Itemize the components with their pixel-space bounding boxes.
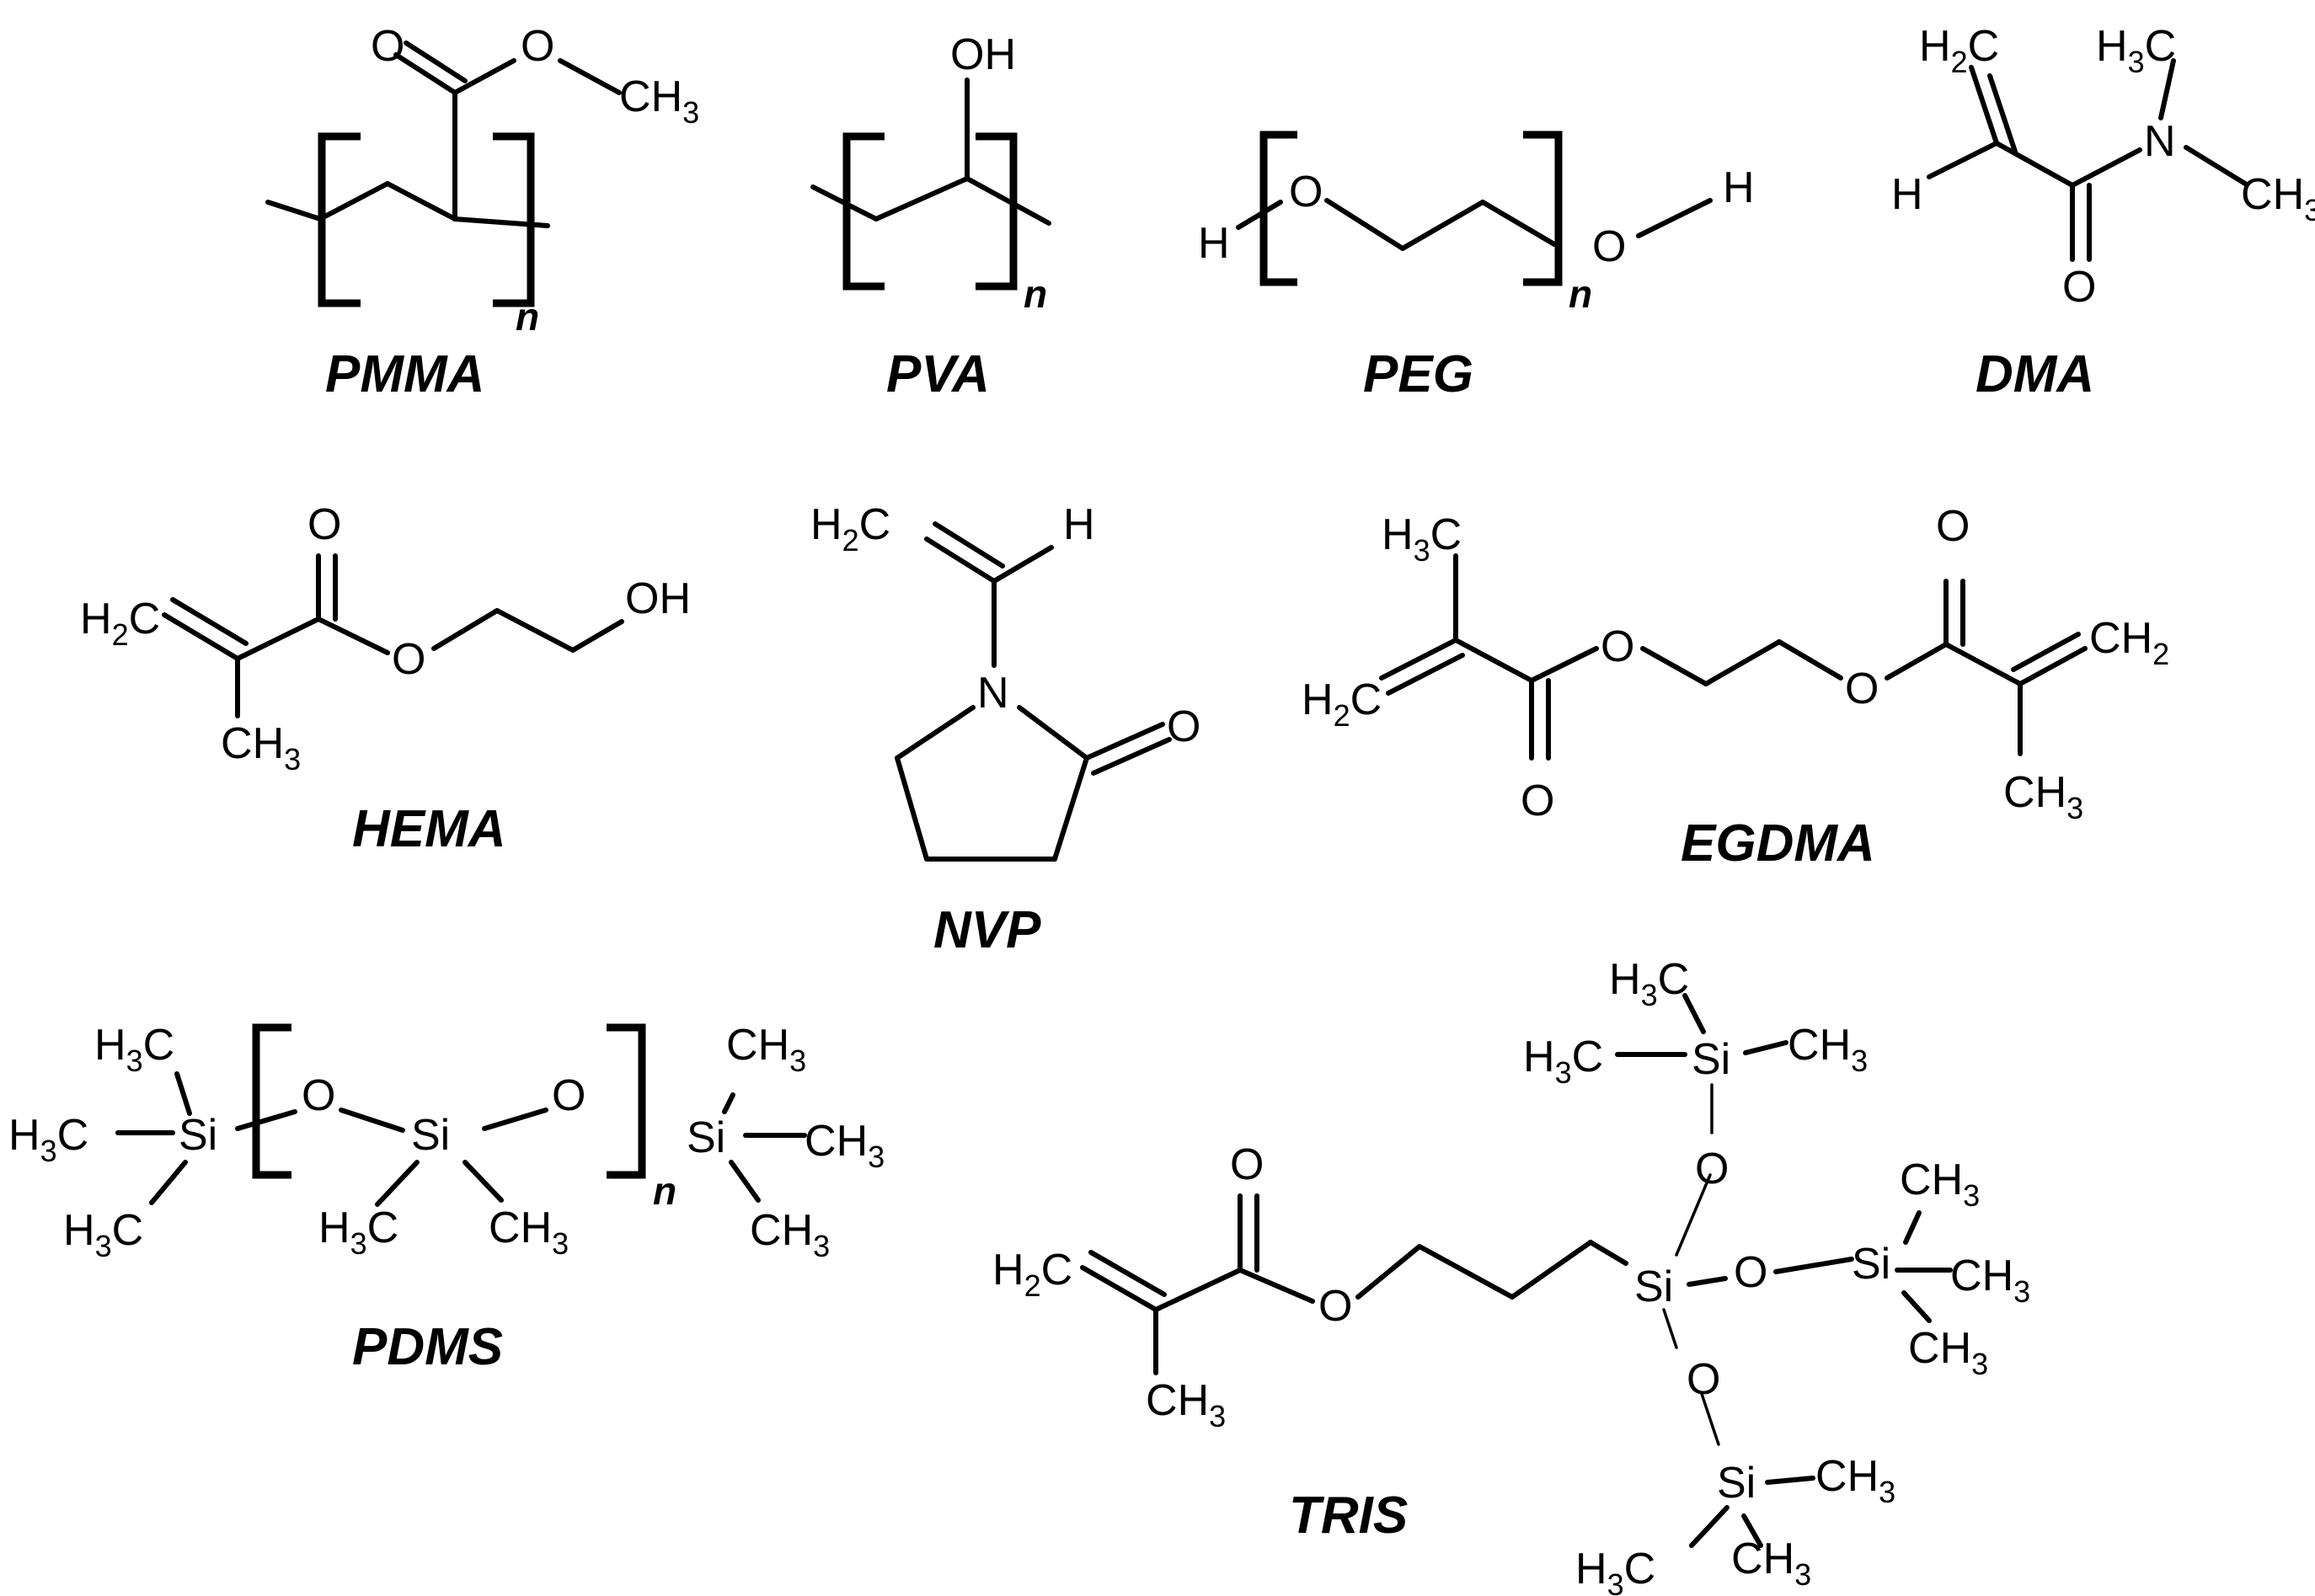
atom-o: O <box>1289 168 1323 216</box>
ch3-label: CH3 <box>1731 1535 1811 1592</box>
atom-o: O <box>1592 222 1626 271</box>
ch3-label: CH3 <box>1950 1252 2030 1309</box>
atom-o: O <box>1687 1355 1720 1404</box>
atom-si: Si <box>179 1111 217 1160</box>
repeat-n: n <box>653 1169 676 1213</box>
atom-si: Si <box>1634 1262 1673 1311</box>
molecule-tris: H2C O O CH3 H3C H3C Si CH3 O Si O Si CH3… <box>992 955 2030 1596</box>
atom-o: O <box>1734 1248 1767 1297</box>
molecule-nvp: H2C H N O NVP <box>810 500 1200 959</box>
ch2-label: H2C <box>992 1246 1072 1303</box>
ch3-label: CH3 <box>2003 768 2083 825</box>
atom-carbonyl-o: O <box>1230 1140 1264 1189</box>
ch2-label: H2C <box>810 500 890 558</box>
ch3-label: H3C <box>94 1021 174 1078</box>
atom-n: N <box>2144 117 2176 166</box>
atom-ester-o: O <box>1318 1282 1352 1331</box>
molecule-pva: OH n PVA <box>810 30 1051 403</box>
atom-ester-o: O <box>392 635 425 684</box>
ch3-label: H3C <box>8 1111 88 1168</box>
ch3-label: H3C <box>1609 955 1689 1012</box>
atom-si: Si <box>1692 1035 1730 1084</box>
atom-oh: OH <box>950 30 1016 79</box>
molecule-dma: H2C H3C H N CH3 O DMA <box>1891 22 2315 403</box>
ch3-label: H3C <box>1523 1033 1603 1090</box>
pdms-label: PDMS <box>352 1318 503 1376</box>
pmma-label: PMMA <box>325 345 484 403</box>
egdma-label: EGDMA <box>1681 814 1875 873</box>
atom-si: Si <box>1717 1459 1756 1508</box>
ch2-label: CH2 <box>2089 614 2169 671</box>
ch3-label: CH3 <box>750 1206 830 1263</box>
atom-carbonyl-o: O <box>1167 702 1200 751</box>
atom-h: H <box>1198 219 1230 268</box>
ch3-label: H3C <box>1382 510 1462 568</box>
nvp-label: NVP <box>933 901 1041 959</box>
ch3-label: CH3 <box>726 1021 806 1078</box>
ch2-label: H2C <box>1302 675 1382 733</box>
atom-si: Si <box>1852 1240 1890 1289</box>
bracket-right <box>1523 131 1563 286</box>
atom-h: H <box>1891 170 1923 219</box>
ch2-label: H2C <box>80 595 160 652</box>
atom-ester-o: O <box>1601 622 1634 671</box>
bracket-left <box>318 132 361 307</box>
atom-si: Si <box>687 1113 725 1162</box>
peg-label: PEG <box>1363 345 1473 403</box>
ch3-label: CH3 <box>1815 1452 1895 1509</box>
molecule-peg: H O O H n PEG <box>1198 131 1755 403</box>
molecule-pmma: O O CH3 n PMMA <box>265 22 699 403</box>
molecule-pdms: H3C H3C H3C Si O Si O H3C CH3 n Si CH3 C… <box>8 1021 885 1376</box>
atom-n: N <box>977 669 1009 718</box>
bracket-right <box>976 132 1018 291</box>
atom-o: O <box>302 1071 335 1120</box>
atom-h: H <box>1063 500 1095 549</box>
tris-label: TRIS <box>1289 1487 1408 1545</box>
bracket-left <box>1259 131 1297 286</box>
methyl-label: CH3 <box>619 72 699 130</box>
hema-label: HEMA <box>352 800 506 858</box>
atom-ester-o: O <box>521 22 554 71</box>
repeat-n: n <box>1569 272 1592 316</box>
ch3-label: CH3 <box>1146 1376 1226 1433</box>
bracket-left <box>842 132 885 291</box>
pva-label: PVA <box>886 345 990 403</box>
dma-label: DMA <box>1976 345 2094 403</box>
bracket-right <box>493 132 535 307</box>
atom-ester-o: O <box>1845 665 1879 713</box>
atom-o: O <box>552 1071 585 1120</box>
atom-carbonyl-o: O <box>307 500 341 549</box>
ch3-label: CH3 <box>1900 1156 1980 1213</box>
bracket-left <box>252 1023 291 1179</box>
ch3-label: CH3 <box>805 1117 885 1174</box>
atom-carbonyl-o: O <box>1521 777 1554 825</box>
ch3-label: H3C <box>2096 22 2176 79</box>
bracket-right <box>607 1023 646 1179</box>
ch3-label: H3C <box>63 1206 143 1263</box>
atom-carbonyl-o: O <box>371 22 404 71</box>
atom-si: Si <box>411 1111 450 1160</box>
ch3-label: CH3 <box>1908 1324 1988 1381</box>
ch3-label: CH3 <box>2241 170 2315 227</box>
molecule-hema: H2C O O OH CH3 HEMA <box>80 500 691 858</box>
ch3-label: H3C <box>318 1204 398 1261</box>
ch3-label: CH3 <box>221 719 301 777</box>
molecule-egdma: H3C H2C O O O O CH2 CH3 EGDMA <box>1302 502 2169 873</box>
ch3-label: CH3 <box>1788 1021 1868 1078</box>
atom-carbonyl-o: O <box>1936 502 1970 551</box>
repeat-n: n <box>1024 272 1047 316</box>
ch3-label: H3C <box>1575 1545 1655 1596</box>
ch3-label: CH3 <box>489 1204 569 1261</box>
atom-carbonyl-o: O <box>2062 263 2096 312</box>
atom-h: H <box>1723 163 1755 212</box>
ch2-label: H2C <box>1919 22 1999 79</box>
atom-oh: OH <box>625 574 691 623</box>
atom-o: O <box>1695 1145 1729 1193</box>
repeat-n: n <box>516 295 539 339</box>
